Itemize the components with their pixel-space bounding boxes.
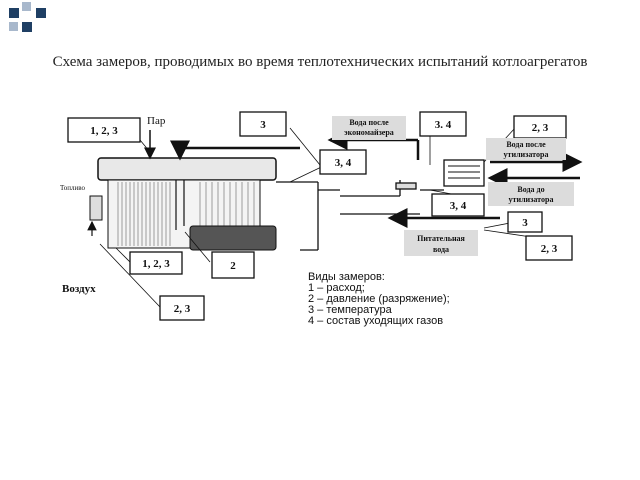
- box-label: 3: [522, 217, 528, 229]
- box-label: 1, 2, 3: [142, 258, 170, 270]
- measurement-box-34-mid: 3, 4: [319, 149, 367, 175]
- measurement-box-123-bottom: 1, 2, 3: [129, 251, 183, 275]
- box-label: 3: [260, 119, 266, 131]
- box-label: 3. 4: [435, 119, 452, 131]
- utilizer: [443, 159, 485, 187]
- legend-item: 3 – температура: [308, 304, 393, 316]
- label-line: Питательная: [417, 234, 465, 243]
- box-label: 3, 4: [335, 157, 352, 169]
- measurement-box-34-top: 3. 4: [419, 111, 467, 137]
- measurement-box-3-right: 3: [507, 211, 543, 233]
- measurement-legend: Виды замеров: 1 – расход; 2 – давление (…: [308, 271, 450, 327]
- label-line: Вода после: [349, 118, 389, 127]
- box-label: 2, 3: [541, 243, 558, 255]
- page-title: Схема замеров, проводимых во время тепло…: [52, 54, 588, 70]
- box-label: 1, 2, 3: [90, 125, 118, 137]
- measurement-box-23-top-right: 2, 3: [513, 115, 567, 139]
- measurement-box-top-left: 1, 2, 3: [67, 117, 141, 143]
- label-water-after-utilizer: Вода после утилизатора: [486, 138, 566, 160]
- legend-heading: Виды замеров:: [308, 271, 385, 283]
- measurement-box-23-bottom: 2, 3: [159, 295, 205, 321]
- box-label: 2, 3: [174, 303, 191, 315]
- steam-label: Пар: [147, 115, 166, 127]
- label-feed-water: Питательная вода: [404, 230, 478, 256]
- box-label: 2, 3: [532, 122, 549, 134]
- label-line: Вода до: [517, 185, 544, 194]
- corner-squares-decoration: [9, 2, 46, 32]
- boiler-body: [89, 157, 277, 251]
- label-water-before-utilizer: Вода до утилизатора: [488, 182, 574, 206]
- fuel-label: Топливо: [60, 184, 85, 192]
- measurement-box-23-right: 2, 3: [525, 235, 573, 261]
- label-line: Вода после: [506, 140, 546, 149]
- legend-item: 1 – расход;: [308, 282, 365, 294]
- box-label: 2: [230, 260, 236, 272]
- box-label: 3, 4: [450, 200, 467, 212]
- label-water-after-economizer: Вода после экономайзера: [332, 116, 406, 140]
- measurement-box-34-right: 3, 4: [431, 193, 485, 217]
- measurement-box-2-bottom: 2: [211, 251, 255, 279]
- measurement-box-3-top: 3: [239, 111, 287, 137]
- label-line: утилизатора: [509, 195, 554, 204]
- flue-duct: [276, 180, 444, 251]
- legend-item: 4 – состав уходящих газов: [308, 315, 443, 327]
- legend-item: 2 – давление (разряжение);: [308, 293, 450, 305]
- label-line: утилизатора: [504, 150, 549, 159]
- label-line: экономайзера: [344, 128, 394, 137]
- air-label: Воздух: [62, 283, 96, 295]
- label-line: вода: [433, 245, 449, 254]
